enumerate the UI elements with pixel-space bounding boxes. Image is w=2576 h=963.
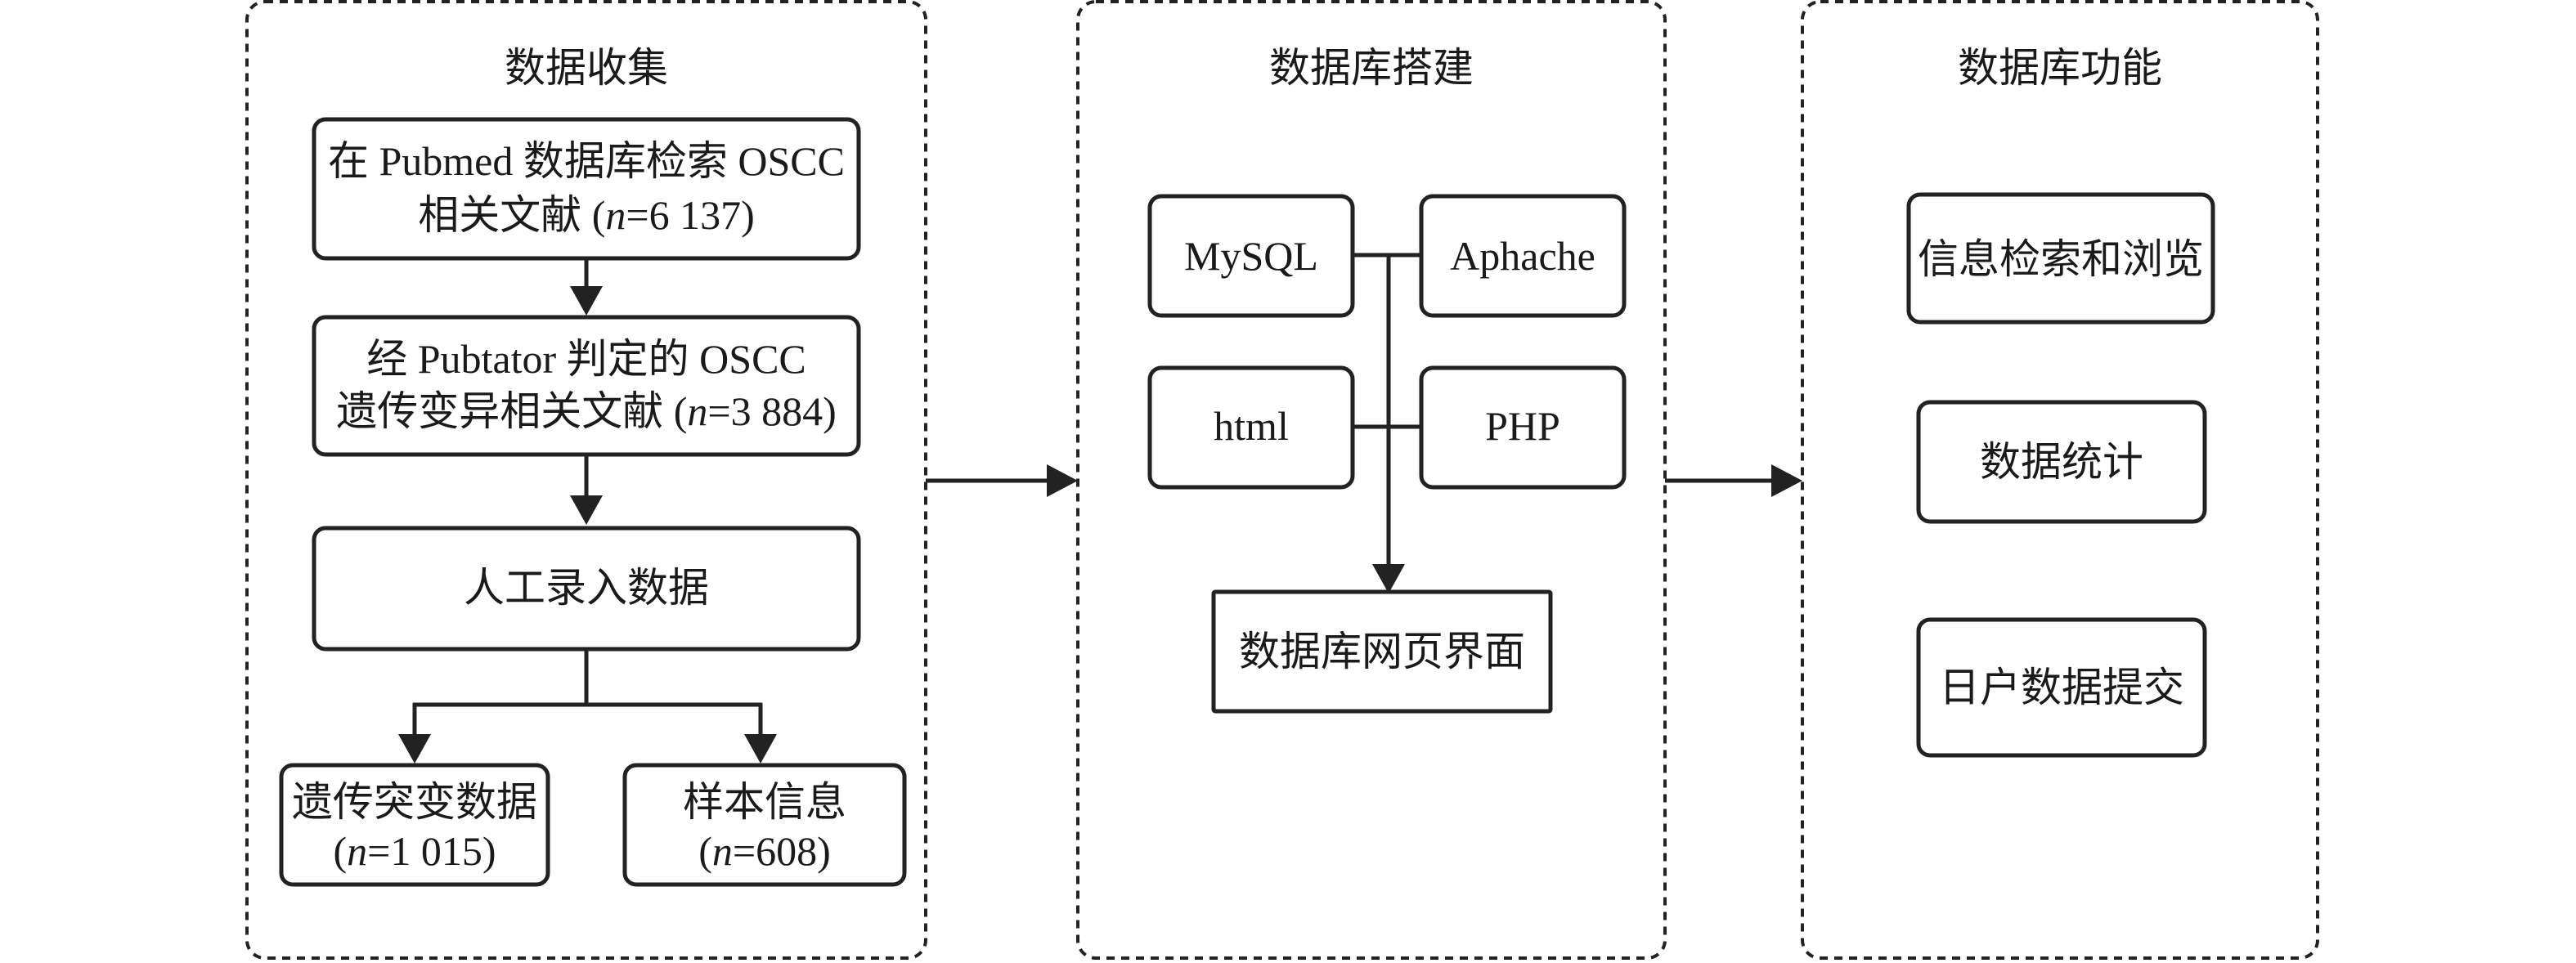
box-html	[1147, 365, 1355, 490]
pubmed-search-line2: 相关文献 (n=6 137)	[418, 192, 755, 238]
box-mutation-data	[279, 763, 550, 887]
box-retrieval-browse	[1906, 192, 2215, 325]
mutation-line2: (n=1 015)	[333, 828, 496, 874]
user-submission-label: 日户数据提交	[1939, 665, 2184, 710]
sample-line2: (n=608)	[698, 828, 831, 874]
html-label: html	[1214, 403, 1289, 449]
panel-title-build: 数据库搭建	[1269, 45, 1474, 91]
retrieval-browse-label: 信息检索和浏览	[1918, 236, 2204, 282]
pubtator-line1: 经 Pubtator 判定的 OSCC	[366, 336, 806, 382]
apache-label: Aphache	[1450, 233, 1595, 279]
box-mysql	[1147, 194, 1355, 318]
arrowhead	[1047, 464, 1078, 497]
arrowhead	[744, 734, 777, 764]
php-label: PHP	[1485, 403, 1560, 449]
arrowhead	[1372, 564, 1405, 593]
box-user-submission	[1916, 617, 2207, 758]
arrowhead	[570, 286, 603, 316]
arrowhead	[398, 734, 431, 764]
box-statistics	[1916, 400, 2207, 524]
manual-entry-label: 人工录入数据	[464, 565, 709, 611]
arrowhead	[1771, 464, 1802, 497]
webpage-label: 数据库网页界面	[1239, 629, 1525, 674]
mutation-line1: 遗传突变数据	[292, 779, 537, 825]
box-webpage	[1211, 589, 1553, 714]
box-sample-info	[622, 763, 907, 887]
pubtator-line2: 遗传变异相关文献 (n=3 884)	[336, 388, 837, 434]
panel-database-functions	[1801, 0, 2319, 960]
sample-line1: 样本信息	[683, 779, 846, 825]
arrowhead	[570, 495, 603, 525]
box-apache	[1419, 194, 1627, 318]
panel-title-collect: 数据收集	[505, 45, 668, 91]
box-php	[1419, 365, 1627, 490]
panel-database-build	[1076, 0, 1667, 960]
pubmed-search-line1: 在 Pubmed 数据库检索 OSCC	[328, 138, 845, 184]
mysql-label: MySQL	[1184, 233, 1318, 279]
statistics-label: 数据统计	[1980, 439, 2143, 485]
panel-title-function: 数据库功能	[1958, 45, 2162, 91]
